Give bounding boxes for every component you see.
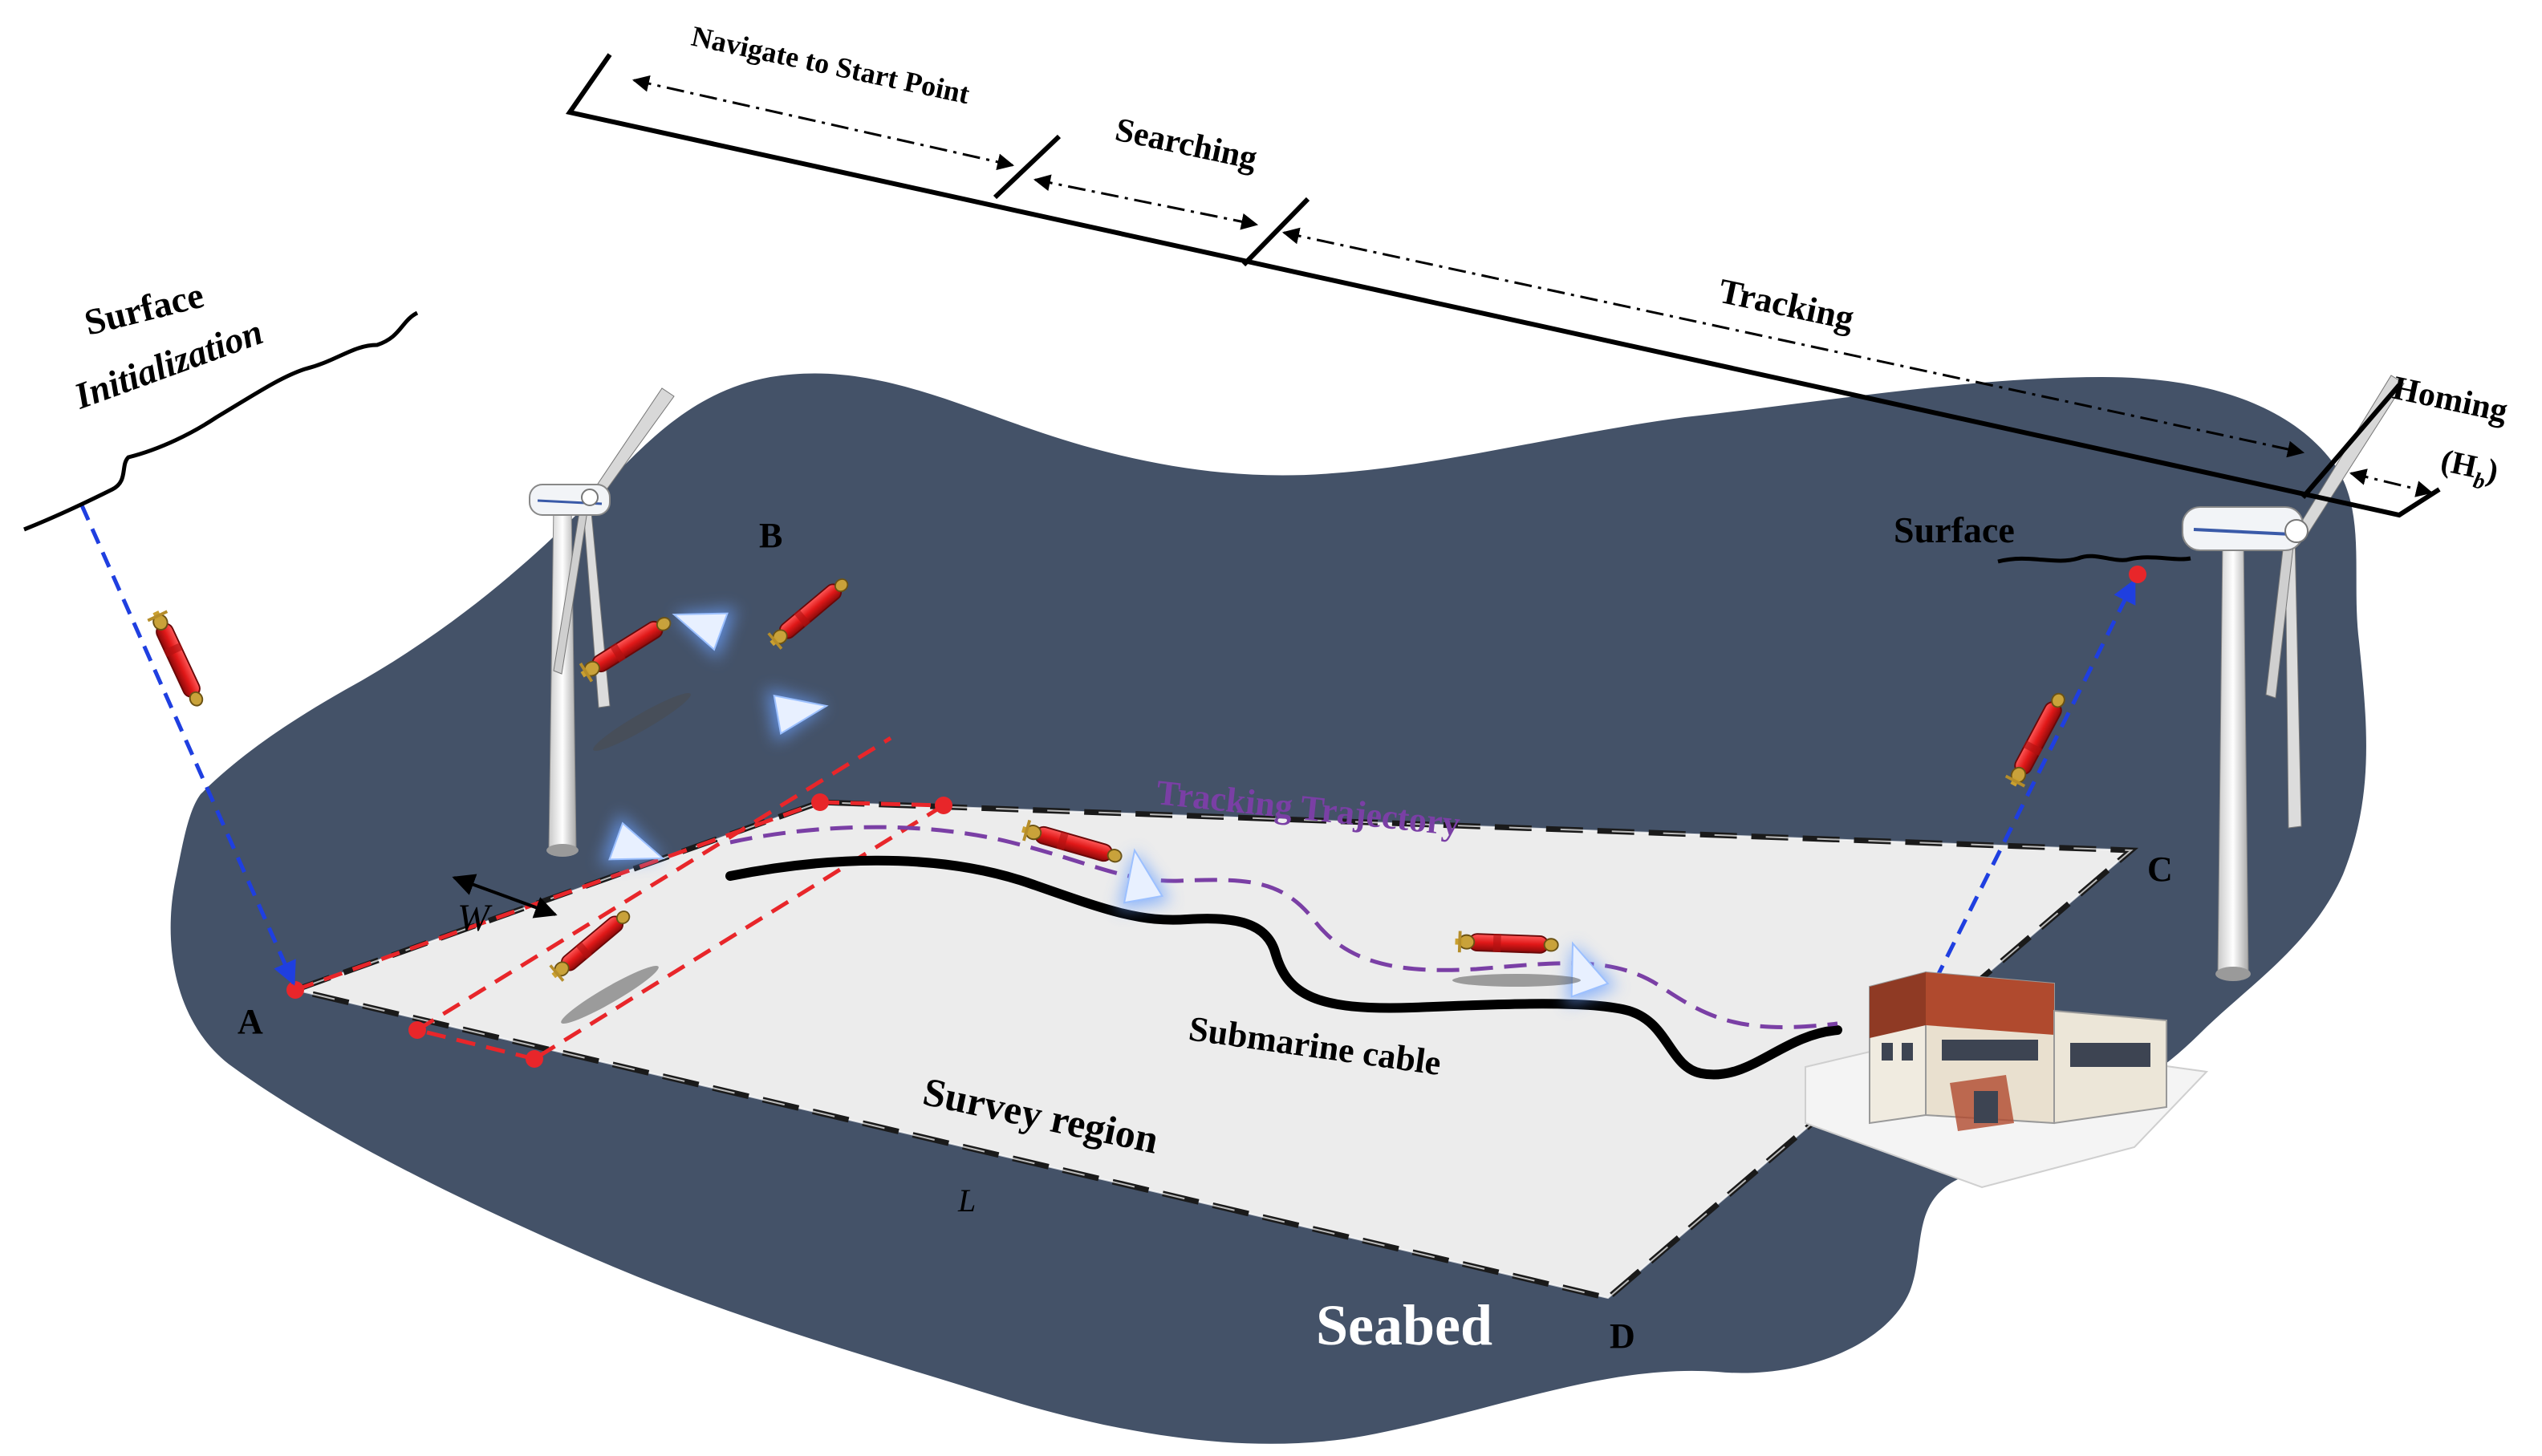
width-label: W: [457, 897, 493, 939]
phase-label-searching: Searching: [1112, 112, 1261, 177]
initialization-dive-path: [79, 504, 296, 986]
phase-label-navigate: Navigate to Start Point: [688, 20, 973, 111]
auv-tracking-2: [1452, 930, 1618, 1005]
surface-init-line: [23, 310, 419, 532]
auv-surface-init: [144, 606, 210, 711]
surface-end-label: Surface: [1894, 509, 2015, 550]
tracking-trajectory: [729, 825, 1838, 1029]
surfacing-path: [1922, 578, 2137, 1004]
search-waypoints: [286, 793, 952, 1068]
seabed-label: Seabed: [1316, 1293, 1492, 1357]
width-arrow: [452, 874, 558, 919]
auv-search-1: [575, 589, 737, 752]
submarine-cable: [725, 855, 1842, 1080]
surface-point: [2129, 566, 2146, 583]
length-label: L: [957, 1182, 976, 1219]
surface-end-line: [1997, 554, 2191, 564]
wind-turbine-icon: [529, 387, 675, 857]
survey-region: [295, 802, 2131, 1298]
phase-label-homing-symbol: (Hb): [2436, 442, 2502, 497]
lawnmower-search-path: [294, 736, 945, 1061]
timeline-arrows: [631, 75, 2434, 497]
phase-label-tracking: Tracking: [1716, 271, 1858, 338]
building-icon: [1805, 971, 2209, 1189]
corner-label-a: A: [238, 1002, 263, 1041]
corner-label-c: C: [2147, 850, 2173, 889]
phase-label-homing: Homing: [2390, 370, 2511, 430]
surface-init-label-line1: Surface: [80, 274, 208, 343]
corner-label-b: B: [759, 516, 782, 555]
corner-label-d: D: [1610, 1316, 1635, 1356]
survey-region-border-highlight: [294, 801, 2134, 1300]
auv-search-3: [546, 813, 672, 1024]
